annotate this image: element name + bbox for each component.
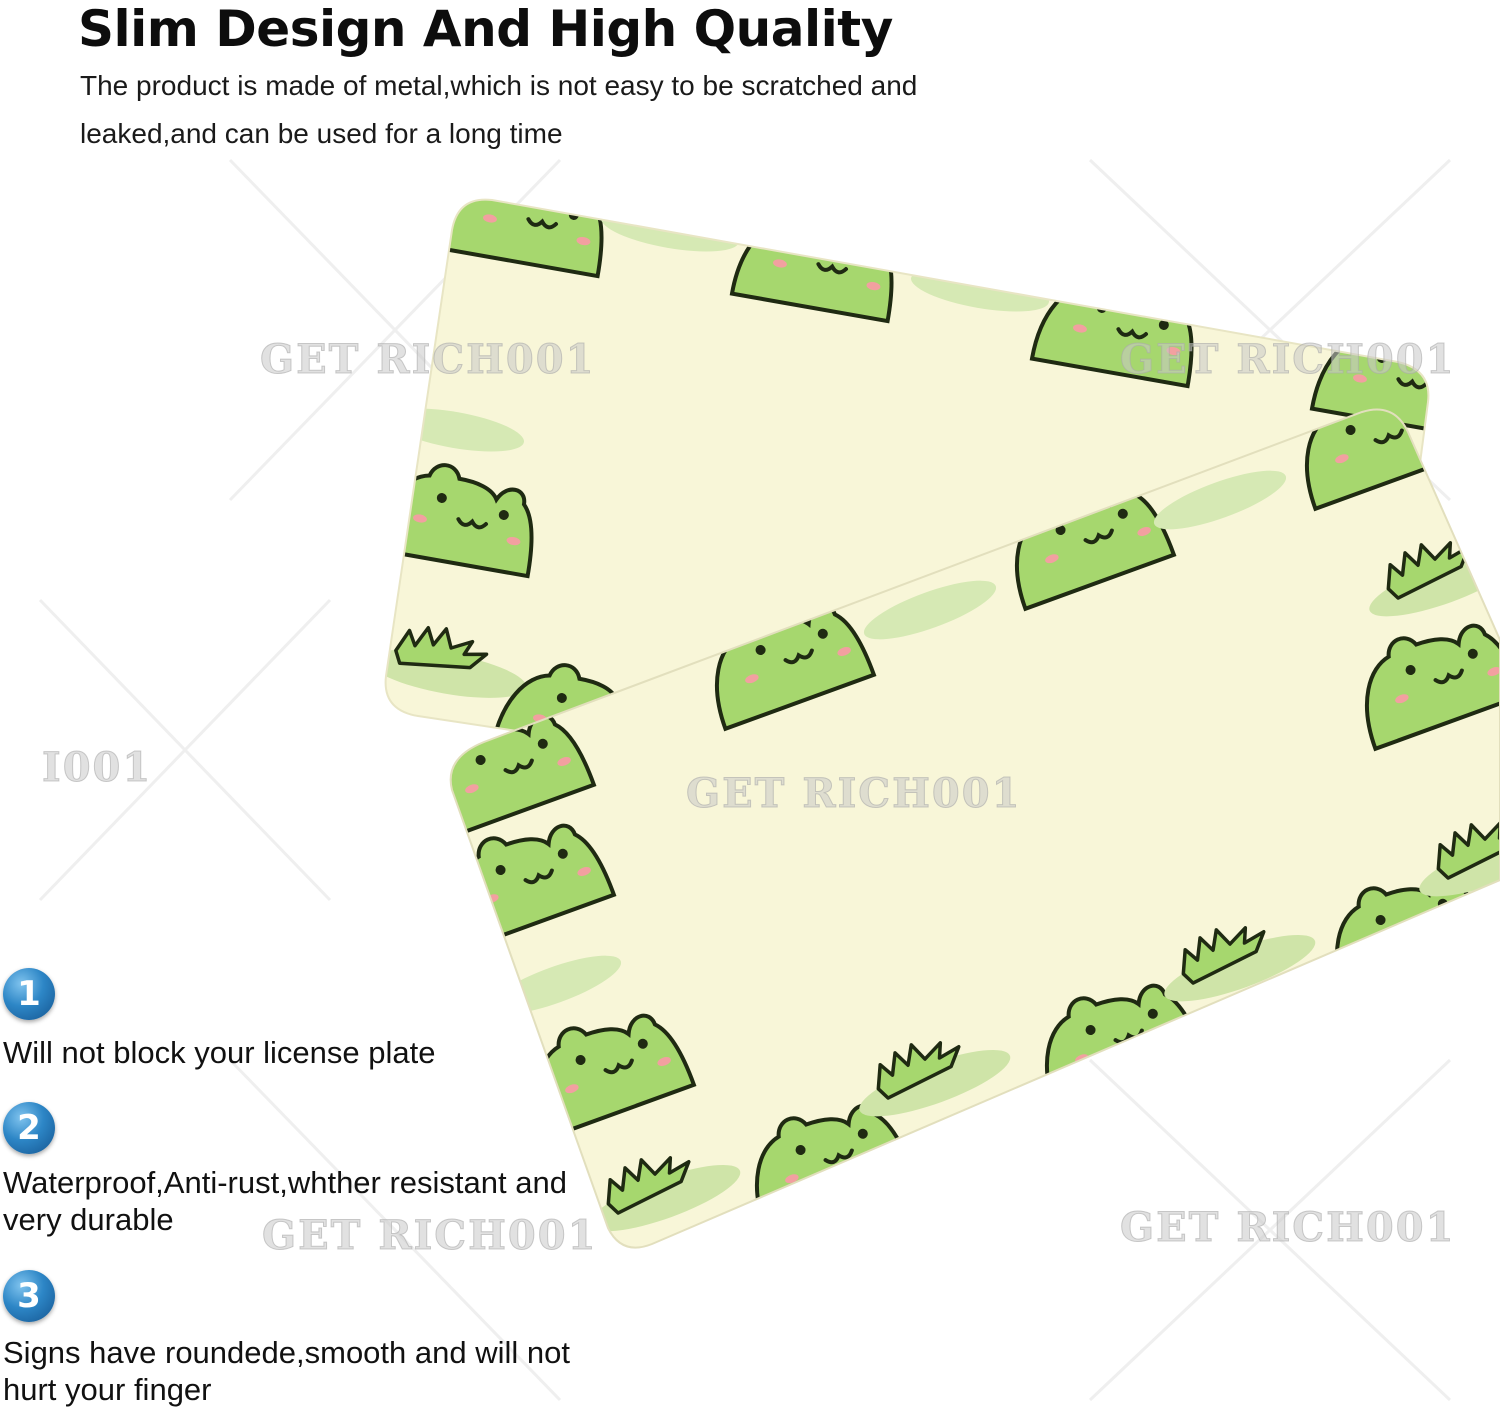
watermark: GET RICH001	[261, 1212, 598, 1260]
watermark: I001	[41, 744, 153, 792]
feature-text: Signs have roundede,smooth and will not …	[3, 1335, 570, 1407]
feature-number-badge: 3	[3, 1270, 55, 1322]
feature-number-badge: 1	[3, 968, 55, 1020]
watermark: GET RICH001	[1119, 1204, 1456, 1252]
watermark: GET RICH001	[1119, 336, 1456, 384]
feature-number-badge: 2	[3, 1102, 55, 1154]
page-title: Slim Design And High Quality	[78, 0, 893, 58]
product-description: The product is made of metal,which is no…	[80, 70, 918, 149]
watermark: GET RICH001	[685, 770, 1022, 818]
feature-text: Waterproof,Anti-rust,whther resistant an…	[3, 1165, 567, 1237]
feature-text: Will not block your license plate	[3, 1035, 436, 1070]
watermark: GET RICH001	[259, 336, 596, 384]
